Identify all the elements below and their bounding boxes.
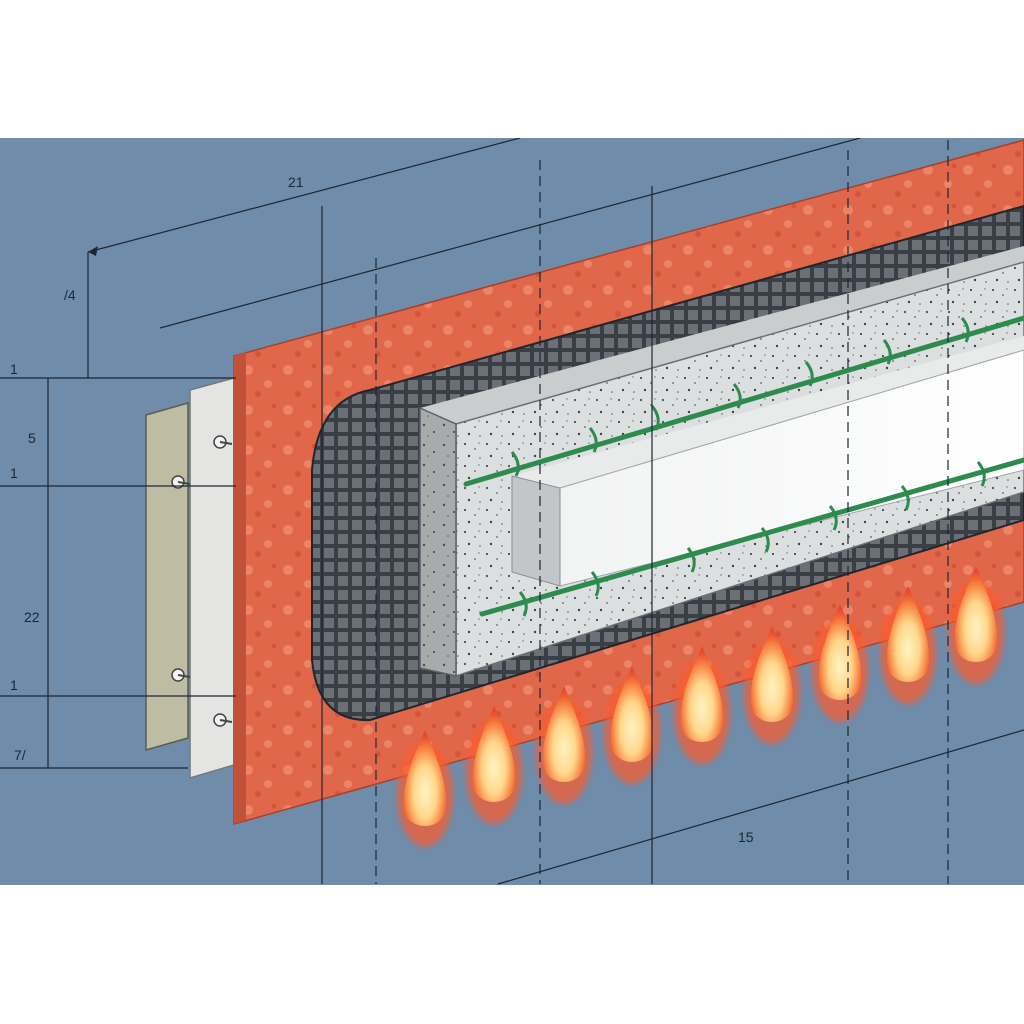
bottom-length-label: 15	[738, 829, 754, 845]
layer-22-label: 22	[24, 609, 40, 625]
upper-rebar	[463, 315, 1024, 487]
fire-protection-edge	[234, 352, 246, 824]
concrete-core-side	[419, 406, 457, 677]
layer-1b-label: 1	[10, 465, 18, 481]
layer-5-label: 5	[28, 430, 36, 446]
layer-bottom-label: 7/	[14, 747, 26, 763]
inner-board-layer	[189, 377, 235, 780]
top-length-label: 21	[288, 174, 304, 190]
layer-1a-label: 1	[10, 361, 18, 377]
bolt-icon	[171, 435, 233, 727]
flame-icon	[397, 566, 1004, 847]
concrete-core-top	[420, 246, 1024, 424]
inner-block-top	[512, 336, 1024, 488]
dimension-lines	[0, 138, 1024, 885]
top-offset-label: /4	[64, 287, 76, 303]
outer-board-layer	[145, 402, 189, 751]
lower-rebar	[479, 457, 1024, 617]
layer-1c-label: 1	[10, 677, 18, 693]
inner-block-end	[511, 475, 561, 587]
